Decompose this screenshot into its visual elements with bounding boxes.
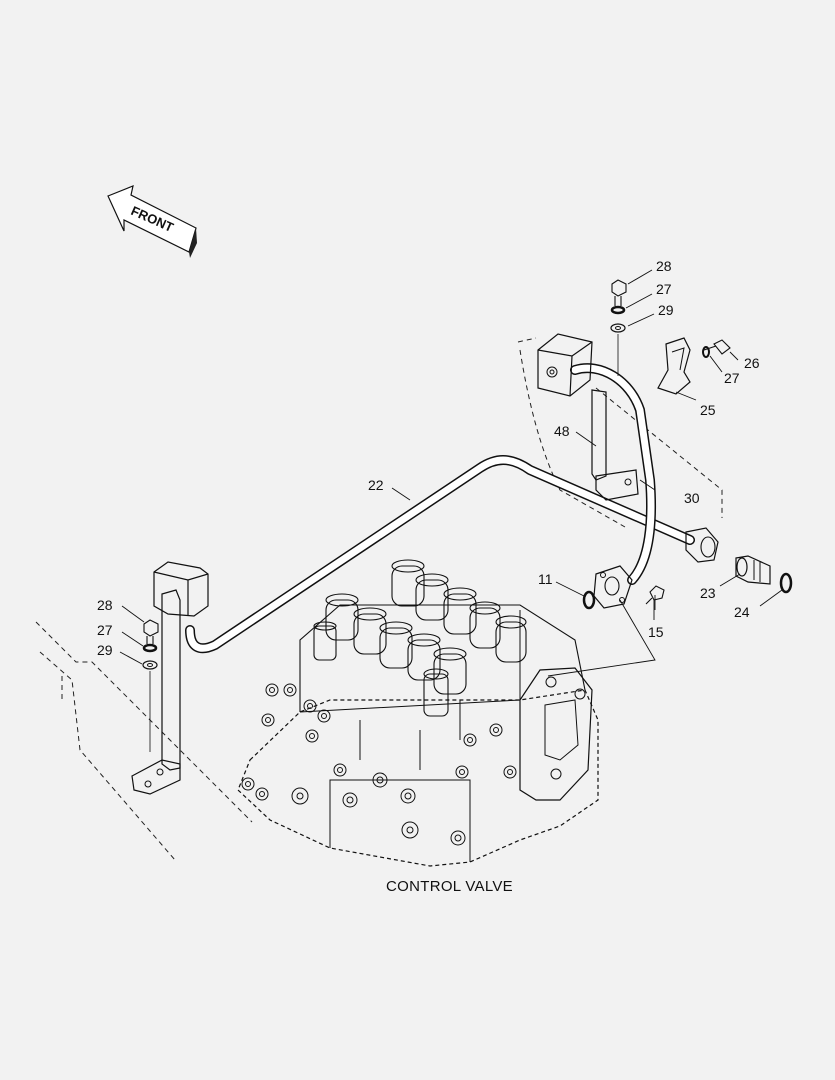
bolt-28-top [611,279,627,306]
adapter-23 [735,555,771,585]
control-valve-assembly [237,559,599,867]
callout-27-right: 27 [724,370,740,386]
washer-27-left [142,643,158,653]
callout-leaders [119,269,783,665]
connector-leader-lines [547,595,656,677]
washer-29-left [142,660,158,752]
clamp-25 [657,337,691,395]
callout-28-left: 28 [97,597,113,613]
callout-27-left: 27 [97,622,113,638]
callout-30: 30 [684,490,700,506]
left-block-and-bracket [131,561,209,795]
washer-27-top [610,305,626,315]
callout-25: 25 [700,402,716,418]
callout-48: 48 [554,423,570,439]
bolt-28-left [143,619,159,644]
callout-28-top: 28 [656,258,672,274]
pipe-30 [570,363,656,585]
bolt-15 [645,585,665,605]
top-block-and-bracket-48 [537,333,639,501]
callout-29-left: 29 [97,642,113,658]
front-arrow-icon: FRONT [107,185,197,258]
o-ring-11 [582,590,596,610]
callout-11: 11 [538,571,553,587]
o-ring-24 [779,572,793,594]
callout-numbers: 22 48 30 28 27 29 26 27 25 11 23 24 15 2… [97,258,760,658]
callout-27-top: 27 [656,281,672,297]
callout-23: 23 [700,585,716,601]
washer-29-top [610,323,626,376]
callout-22: 22 [368,477,384,493]
pipe-22 [185,455,719,654]
frame-dashed-outline [35,337,723,861]
callout-29-top: 29 [658,302,674,318]
callout-26: 26 [744,355,760,371]
flange [593,565,633,609]
callout-24: 24 [734,604,750,620]
diagram-caption: CONTROL VALVE [386,878,513,895]
washer-27-right [702,346,710,358]
callout-15: 15 [648,624,664,640]
bolt-26 [703,339,731,355]
